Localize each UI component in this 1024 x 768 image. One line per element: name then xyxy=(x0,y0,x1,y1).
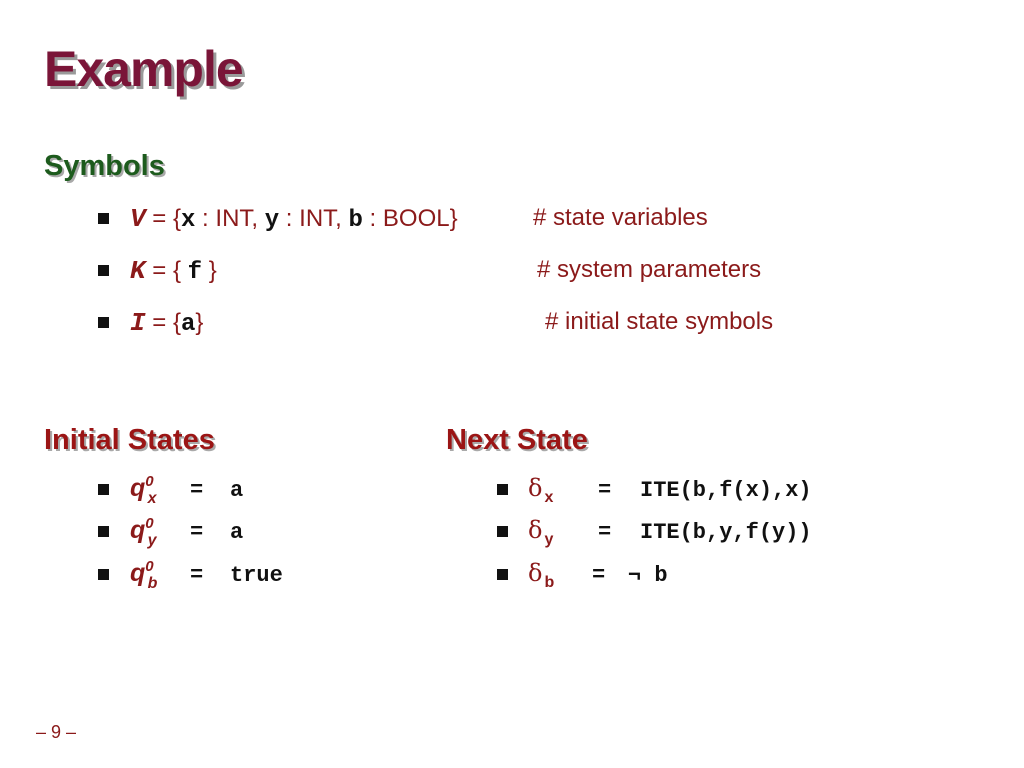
initial-state-row: q0y xyxy=(130,515,157,549)
text: = { xyxy=(145,309,181,336)
slide-title: Example xyxy=(44,41,244,97)
superscript: 0 xyxy=(145,515,154,532)
var-x: x xyxy=(180,207,196,234)
value: ITE(b,y,f(y)) xyxy=(640,520,812,545)
value: a xyxy=(230,478,244,503)
subscript: y xyxy=(147,532,157,549)
subscript: x xyxy=(147,490,157,507)
next-state-heading: Next State xyxy=(446,424,588,456)
equals: = xyxy=(592,563,606,588)
text: : BOOL} xyxy=(362,205,458,232)
subscript: x xyxy=(544,489,554,506)
delta-symbol: δ xyxy=(528,474,543,502)
equals: = xyxy=(190,478,204,503)
var-symbol: V xyxy=(130,204,146,234)
subscript: y xyxy=(544,531,554,548)
superscript: 0 xyxy=(145,558,154,575)
symbol-row-parameters: K = { f } xyxy=(130,256,217,286)
bullet-icon xyxy=(497,484,508,495)
value: ITE(b,f(x),x) xyxy=(640,478,812,503)
var-y: y xyxy=(264,207,280,234)
text: } xyxy=(202,257,217,284)
bullet-icon xyxy=(98,317,109,328)
bullet-icon xyxy=(98,526,109,537)
page-number: – 9 – xyxy=(36,722,77,742)
initial-state-row: q0b xyxy=(130,558,157,592)
equals: = xyxy=(190,563,204,588)
comment-system-parameters: # system parameters xyxy=(537,256,762,283)
bullet-icon xyxy=(98,569,109,580)
var-b: b xyxy=(348,207,363,234)
bullet-icon xyxy=(98,213,109,224)
var-symbol: I xyxy=(130,308,146,338)
subscript: b xyxy=(544,574,555,591)
var-symbol: K xyxy=(130,256,146,286)
equals: = xyxy=(190,520,204,545)
q-symbol: q xyxy=(130,559,146,587)
symbol-row-state-vars: V = {x : INT, y : INT, b : BOOL} xyxy=(130,204,458,234)
text: = { xyxy=(145,257,188,284)
delta-symbol: δ xyxy=(528,516,543,544)
q-symbol: q xyxy=(130,474,146,502)
text: : INT, xyxy=(195,205,265,232)
q-symbol: q xyxy=(130,516,146,544)
bullet-icon xyxy=(497,526,508,537)
comment-state-variables: # state variables xyxy=(533,204,708,231)
bullet-icon xyxy=(98,265,109,276)
text: : INT, xyxy=(279,205,349,232)
equals: = xyxy=(598,478,612,503)
value: true xyxy=(230,563,283,588)
text: = { xyxy=(145,205,181,232)
symbol-a: a xyxy=(180,311,196,338)
comment-initial-state-symbols: # initial state symbols xyxy=(545,308,774,335)
value: a xyxy=(230,520,244,545)
param-f: f xyxy=(187,259,203,286)
bullet-icon xyxy=(98,484,109,495)
symbols-heading: Symbols xyxy=(44,150,165,182)
value: ¬ b xyxy=(628,563,668,588)
symbol-row-initial: I = {a} xyxy=(130,308,203,338)
initial-state-row: q0x xyxy=(130,473,157,507)
equals: = xyxy=(598,520,612,545)
subscript: b xyxy=(147,575,158,592)
delta-symbol: δ xyxy=(528,559,543,587)
initial-states-heading: Initial States xyxy=(44,424,215,456)
superscript: 0 xyxy=(145,473,154,490)
text: } xyxy=(195,309,204,336)
bullet-icon xyxy=(497,569,508,580)
